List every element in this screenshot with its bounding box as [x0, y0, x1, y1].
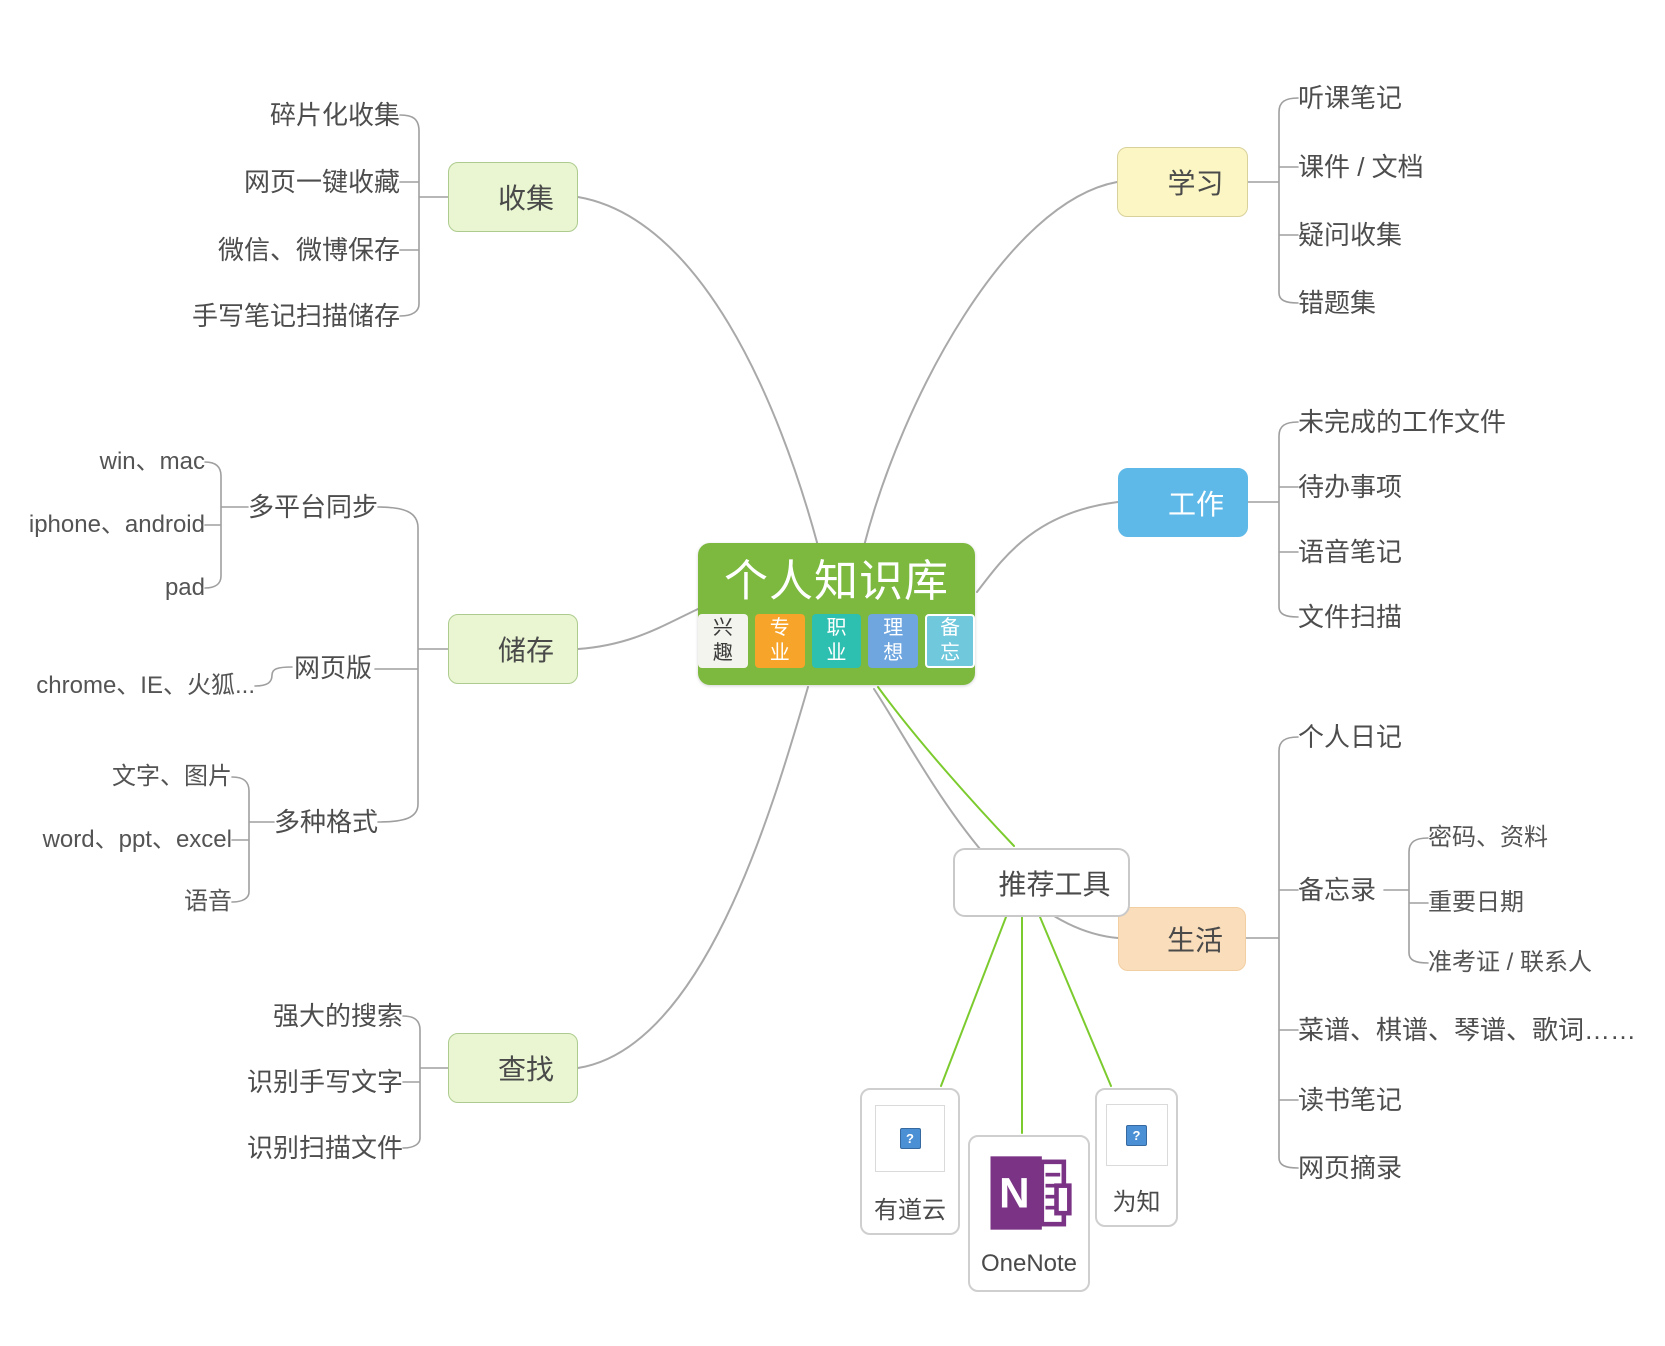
life-item-4[interactable]: 网页摘录 [1298, 1153, 1403, 1183]
collect-item-3[interactable]: 手写笔记扫描储存 [191, 301, 400, 331]
store-platform-1[interactable]: iphone、android [28, 511, 205, 538]
green-line-tools-wiz [1039, 916, 1112, 1087]
memo-child-2[interactable]: 准考证 / 联系人 [1428, 949, 1593, 976]
onenote-logo-wrap: N [970, 1149, 1088, 1242]
tag-row: 兴趣 专业 职业 理想 备忘 [698, 613, 975, 668]
bracket-life [1245, 736, 1299, 1169]
memo-child-0[interactable]: 密码、资料 [1428, 824, 1548, 851]
tag-career[interactable]: 职业 [811, 613, 862, 668]
curve-study [863, 181, 1118, 547]
node-work[interactable]: 工作 [1118, 468, 1248, 537]
wiz-image-placeholder: ? [1105, 1104, 1168, 1166]
node-store-label: 储存 [497, 635, 554, 666]
search-item-2[interactable]: 识别扫描文件 [246, 1133, 403, 1163]
node-search[interactable]: 查找 [448, 1033, 578, 1103]
broken-image-icon: ? [899, 1128, 921, 1149]
work-item-1[interactable]: 待办事项 [1298, 472, 1403, 502]
node-tools-label: 推荐工具 [998, 868, 1111, 900]
curve-store [577, 608, 699, 650]
store-group-2-label[interactable]: 多种格式 [273, 807, 378, 837]
search-item-1[interactable]: 识别手写文字 [246, 1067, 403, 1097]
node-store[interactable]: 储存 [448, 614, 578, 684]
tag-interest[interactable]: 兴趣 [698, 613, 748, 668]
node-study[interactable]: 学习 [1117, 147, 1248, 217]
curve-collect [577, 196, 819, 547]
curve-work [976, 501, 1119, 593]
store-format-0[interactable]: 文字、图片 [112, 763, 232, 790]
bracket-work [1247, 421, 1299, 618]
card-onenote[interactable]: N OneNote [968, 1135, 1090, 1292]
bracket-memo [1383, 837, 1429, 964]
collect-item-0[interactable]: 碎片化收集 [269, 100, 400, 130]
bracket-platforms [204, 461, 249, 589]
node-collect[interactable]: 收集 [448, 162, 578, 232]
node-life-label: 生活 [1166, 925, 1223, 956]
node-tools[interactable]: 推荐工具 [953, 848, 1130, 917]
study-item-1[interactable]: 课件 / 文档 [1298, 152, 1424, 182]
bracket-study [1247, 97, 1299, 304]
work-item-3[interactable]: 文件扫描 [1298, 602, 1403, 632]
memo-child-1[interactable]: 重要日期 [1428, 889, 1524, 916]
broken-image-icon: ? [1126, 1124, 1147, 1146]
node-search-label: 查找 [497, 1054, 554, 1085]
curve-search [577, 686, 809, 1069]
store-platform-0[interactable]: win、mac [99, 448, 205, 475]
store-format-1[interactable]: word、ppt、excel [42, 826, 232, 853]
green-line-root-tools [877, 686, 1015, 847]
green-line-tools-youdao [940, 916, 1007, 1087]
study-item-2[interactable]: 疑问收集 [1298, 220, 1403, 250]
node-collect-label: 收集 [497, 183, 554, 214]
study-item-3[interactable]: 错题集 [1298, 288, 1377, 318]
work-item-2[interactable]: 语音笔记 [1298, 537, 1403, 567]
central-title: 个人知识库 [724, 557, 949, 606]
store-format-2[interactable]: 语音 [184, 888, 232, 915]
life-item-2[interactable]: 菜谱、棋谱、琴谱、歌词…… [1298, 1015, 1637, 1045]
collect-item-1[interactable]: 网页一键收藏 [243, 167, 400, 197]
bracket-store [374, 506, 449, 823]
curve-life [873, 688, 1119, 939]
svg-text:N: N [999, 1170, 1029, 1217]
bracket-web [254, 666, 293, 687]
store-group-0-label[interactable]: 多平台同步 [247, 492, 378, 522]
collect-item-2[interactable]: 微信、微博保存 [217, 235, 400, 265]
central-node[interactable]: 个人知识库 兴趣 专业 职业 理想 备忘 [698, 543, 975, 685]
study-item-0[interactable]: 听课笔记 [1298, 83, 1403, 113]
card-youdao[interactable]: ? 有道云 [860, 1088, 960, 1235]
store-group-1-label[interactable]: 网页版 [293, 653, 372, 683]
node-study-label: 学习 [1167, 168, 1224, 199]
node-life[interactable]: 生活 [1118, 907, 1246, 971]
life-item-3[interactable]: 读书笔记 [1298, 1085, 1403, 1115]
node-work-label: 工作 [1167, 488, 1224, 520]
life-item-0[interactable]: 个人日记 [1298, 722, 1403, 752]
bracket-formats [231, 776, 275, 903]
work-item-0[interactable]: 未完成的工作文件 [1298, 407, 1507, 437]
bracket-collect [399, 114, 449, 317]
onenote-label: OneNote [980, 1250, 1078, 1277]
tag-major[interactable]: 专业 [754, 613, 805, 668]
tag-memo[interactable]: 备忘 [925, 613, 975, 668]
tag-ideal[interactable]: 理想 [868, 613, 919, 668]
bracket-search [402, 1015, 449, 1149]
wiz-label: 为知 [1112, 1189, 1161, 1216]
youdao-label: 有道云 [874, 1197, 946, 1224]
store-web-0[interactable]: chrome、IE、火狐... [36, 672, 255, 699]
life-item-1[interactable]: 备忘录 [1298, 875, 1377, 905]
youdao-image-placeholder: ? [875, 1105, 945, 1172]
onenote-icon: N [990, 1156, 1072, 1230]
store-platform-2[interactable]: pad [164, 574, 205, 601]
card-wiz[interactable]: ? 为知 [1095, 1088, 1178, 1227]
search-item-0[interactable]: 强大的搜索 [272, 1001, 403, 1031]
